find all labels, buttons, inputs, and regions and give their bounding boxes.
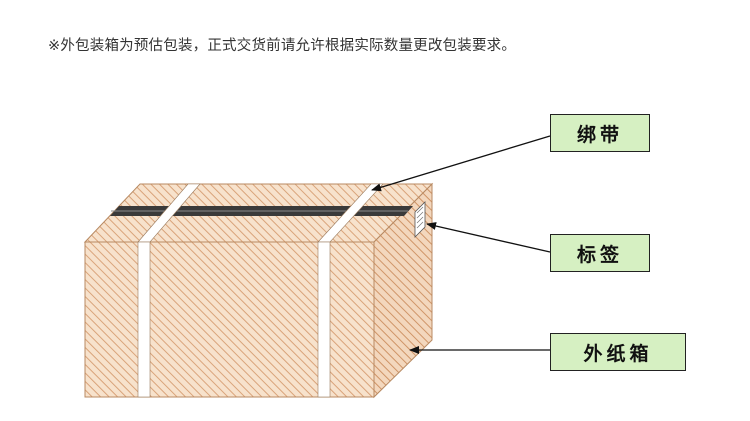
carton-side-face bbox=[373, 182, 433, 399]
shipping-label-sticker bbox=[414, 201, 426, 238]
outer-carton-label: 外纸箱 bbox=[550, 333, 686, 371]
strap-right-front bbox=[317, 241, 331, 398]
label-line-4 bbox=[416, 221, 424, 229]
shipping-label-box-fill bbox=[550, 234, 650, 272]
label-line-1 bbox=[416, 206, 424, 214]
carton-label-box-fill bbox=[550, 333, 686, 371]
strap-label: 绑带 bbox=[550, 114, 650, 152]
strap-label-box-fill bbox=[550, 114, 650, 152]
label-line-3 bbox=[416, 216, 424, 224]
carton-front-face bbox=[84, 241, 375, 398]
label-line-2 bbox=[416, 211, 424, 219]
shipping-label-label: 标签 bbox=[550, 234, 650, 272]
shipping-label-arrow bbox=[426, 222, 551, 253]
strap-arrow bbox=[371, 135, 551, 192]
packaging-note: ※外包装箱为预估包装，正式交货前请允许根据实际数量更改包装要求。 bbox=[48, 38, 517, 54]
strap-left-front bbox=[137, 241, 151, 398]
